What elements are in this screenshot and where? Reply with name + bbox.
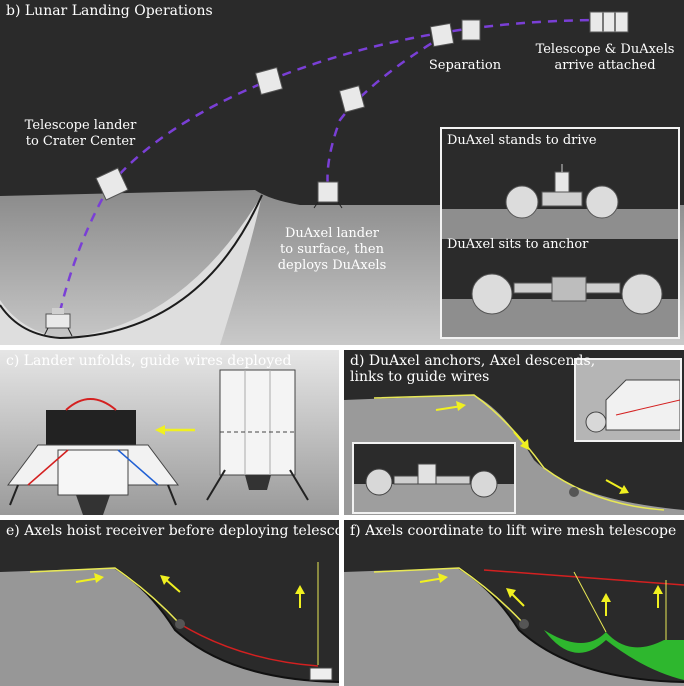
duaxel-lander-surface [313, 181, 343, 209]
label-separation: Separation [428, 58, 502, 73]
arrow-f-4 [653, 585, 663, 608]
inset-d-duaxel-closeup [352, 442, 516, 514]
axel-d [569, 487, 579, 497]
spacecraft-separation-1 [429, 22, 455, 48]
arrow-f-3 [601, 593, 611, 616]
duaxel-standing [505, 164, 619, 219]
duaxel-sitting [471, 273, 663, 315]
arrow-left-yellow [155, 425, 195, 435]
label-telescope-lander: Telescope lander to Crater Center [24, 118, 137, 149]
guide-wire-e [29, 567, 181, 625]
panel-e-title: e) Axels hoist receiver before deploying… [6, 523, 339, 539]
arrow-e-1 [75, 573, 104, 583]
spacecraft-telescope-descent [95, 167, 129, 201]
panel-b-title: b) Lunar Landing Operations [6, 3, 213, 19]
panel-d-title: d) DuAxel anchors, Axel descends, links … [350, 353, 596, 385]
axel-f [519, 619, 529, 629]
panel-f-title: f) Axels coordinate to lift wire mesh te… [350, 523, 677, 539]
inset-d-duaxel-scene [354, 463, 514, 512]
panel-d-duaxel-anchors: d) DuAxel anchors, Axel descends, links … [344, 350, 684, 515]
trajectory-duaxel-lander [326, 33, 446, 189]
panel-f-lift-mesh: f) Axels coordinate to lift wire mesh te… [344, 520, 684, 686]
guide-wire-f [373, 567, 525, 625]
arrow-e-3 [295, 585, 305, 608]
arrow-d-2 [513, 431, 529, 450]
arrow-d-3 [605, 479, 629, 494]
panel-e-axels-hoist: e) Axels hoist receiver before deploying… [0, 520, 339, 686]
crater-bowl [0, 195, 262, 345]
slope-terrain-f [344, 568, 684, 686]
wire-f-diag [573, 571, 607, 633]
folded-lander [206, 369, 309, 501]
label-duaxel-lander: DuAxel lander to surface, then deploys D… [277, 226, 387, 273]
spacecraft-arrive [589, 11, 629, 33]
spacecraft-duaxel-descent [338, 85, 366, 113]
inset-d-lander-closeup [574, 358, 682, 442]
unfolded-lander [7, 398, 179, 515]
guide-wire-d [373, 394, 665, 511]
mesh-telescope [544, 630, 684, 680]
spacecraft-separation-2 [461, 19, 481, 41]
panel-c-title: c) Lander unfolds, guide wires deployed [6, 353, 292, 369]
trajectory-telescope-descent [56, 184, 112, 321]
red-wire-f-top [483, 569, 684, 586]
inset-duaxel-scene [442, 164, 678, 337]
panel-c-scene [0, 350, 339, 515]
telescope-lander-crater [43, 308, 73, 337]
trajectory-main [109, 18, 606, 186]
panel-f-scene [344, 567, 684, 686]
arrow-d-1 [435, 401, 466, 411]
arrow-e-2 [160, 575, 181, 593]
red-wire-e [179, 623, 319, 667]
inset-title-stand: DuAxel stands to drive [447, 133, 597, 148]
label-arrive-attached: Telescope & DuAxels arrive attached [535, 42, 675, 73]
receiver-e [309, 667, 333, 681]
panel-c-lander-unfolds: c) Lander unfolds, guide wires deployed [0, 350, 339, 515]
panel-b-lunar-landing: b) Lunar Landing Operations Telescope la… [0, 0, 684, 345]
inset-duaxel-modes: DuAxel stands to drive DuAxel sits to an… [440, 127, 680, 339]
panel-e-scene [0, 562, 339, 686]
axel-e [175, 619, 185, 629]
arrow-f-2 [506, 588, 525, 607]
inset-d-lander-scene [576, 360, 680, 440]
slope-terrain-e [0, 568, 339, 686]
spacecraft-mid [254, 66, 284, 96]
inset-title-sit: DuAxel sits to anchor [447, 237, 589, 252]
arrow-f-1 [419, 573, 448, 583]
